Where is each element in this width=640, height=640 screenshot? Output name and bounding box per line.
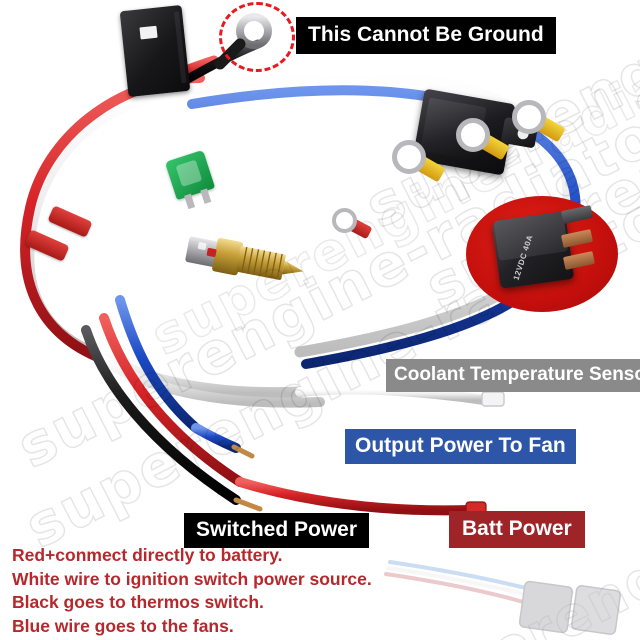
callout-batt-power: Batt Power <box>449 511 585 548</box>
ghost-connector-illustration <box>384 560 621 635</box>
white-wire-connector <box>481 391 505 407</box>
socket-slot <box>139 25 158 40</box>
callout-switched-power: Switched Power <box>184 513 370 548</box>
instruction-line: Black goes to thermos switch. <box>12 592 264 612</box>
callout-coolant-temperature-sensor: Coolant Temperature Sensor <box>386 359 640 392</box>
coolant-temp-sensor <box>185 236 304 280</box>
relay-socket-left <box>119 4 191 98</box>
blue-wire-bare-end <box>191 423 255 459</box>
instruction-line: Red+conmect directly to battery. <box>12 545 283 565</box>
highlight-dashed-circle <box>219 2 295 72</box>
callout-output-power-to-fan: Output Power To Fan <box>345 429 576 464</box>
black-wire-bare-end <box>233 497 263 512</box>
relay-closeup-inset: 12VDC 40A <box>466 196 618 312</box>
relay-pin <box>560 205 594 224</box>
instruction-text-block: Red+conmect directly to battery. White w… <box>12 544 432 638</box>
instruction-line: White wire to ignition switch power sour… <box>12 568 372 589</box>
relay-body: 12VDC 40A <box>491 211 575 289</box>
instruction-line: Blue wire goes to the fans. <box>12 615 234 636</box>
callout-cannot-be-ground: This Cannot Be Ground <box>296 17 556 54</box>
